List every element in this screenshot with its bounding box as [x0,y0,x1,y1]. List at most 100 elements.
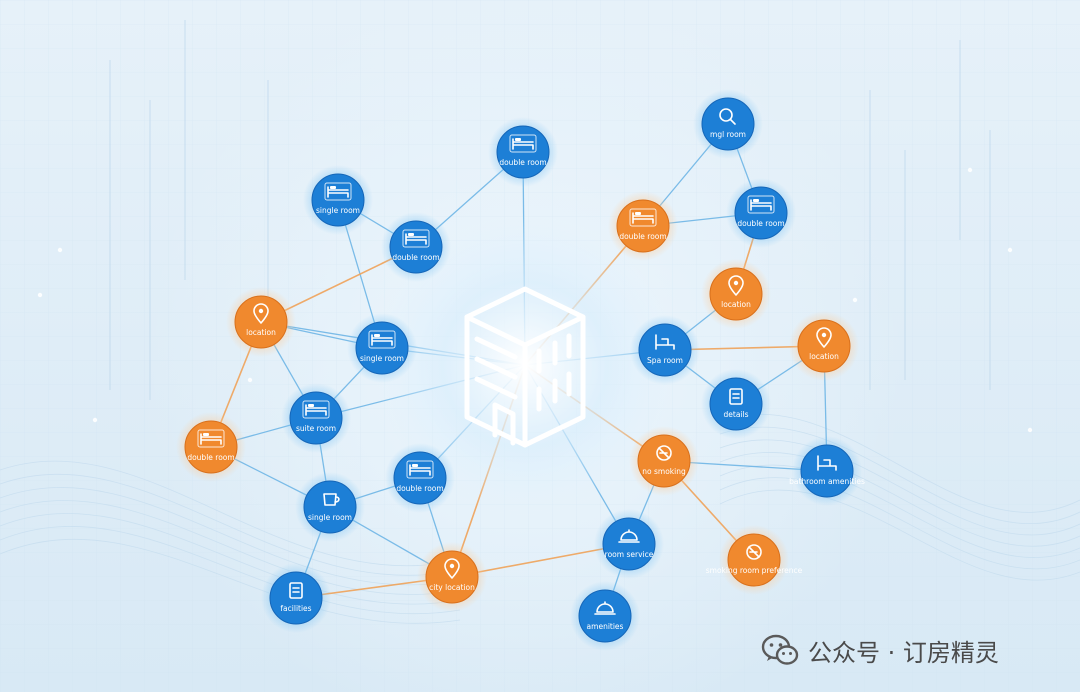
node-n15: no smoking [629,426,699,496]
node-label: double room [392,253,439,262]
node-n23: amenities [570,581,640,651]
bath-icon [817,455,837,471]
bed-icon [302,400,330,419]
deco-wave [0,538,461,624]
deco-wave [719,464,1080,558]
node-n10: Spa room [630,315,700,385]
deco-wave [0,513,461,605]
bed-icon [406,460,434,479]
node-n14: double room [176,412,246,482]
watermark: 公众号 · 订房精灵 [760,630,999,670]
no-smoking-icon [656,445,672,461]
node-n8: location [701,259,771,329]
deco-wave [0,460,461,567]
deco-dot [57,247,63,253]
node-n1: double room [488,117,558,187]
bed-icon [324,182,352,201]
location-pin-icon [816,327,832,348]
service-icon [594,601,616,615]
center-node [464,286,586,448]
node-circle [638,323,692,377]
deco-dot [967,167,973,173]
deco-dot [92,417,98,423]
location-pin-icon [728,275,744,296]
node-n17: bathroom amenities [789,436,865,506]
watermark-text: 公众号 · 订房精灵 [808,638,999,667]
hotel-building-icon [464,286,586,448]
deco-wave [719,439,1080,536]
node-label: location [246,328,276,337]
node-n18: single room [295,472,365,542]
node-n16: double room [385,443,455,513]
node-label: amenities [587,622,624,631]
node-circle [303,480,357,534]
node-label: room service [605,550,654,559]
deco-wave [719,452,1080,547]
deco-wave [719,413,1080,513]
bed-icon [197,429,225,448]
node-n11: location [789,311,859,381]
node-label: no smoking [642,467,686,476]
deco-dot [852,297,858,303]
cup-icon [323,493,340,506]
bed-icon [509,134,537,153]
node-label: single room [360,354,404,363]
node-label: Spa room [647,356,683,365]
node-label: double room [619,232,666,241]
background-decoration [0,20,1080,624]
location-pin-icon [444,558,460,579]
node-label: mgl room [710,130,746,139]
node-n13: details [701,369,771,439]
node-circle [602,517,656,571]
node-circle [701,97,755,151]
bed-icon [747,195,775,214]
node-label: location [721,300,751,309]
service-icon [618,529,640,543]
wechat-icon [761,634,799,665]
deco-dot [1007,247,1013,253]
node-n7: location [226,287,296,357]
bed-icon [629,208,657,227]
deco-wave [719,477,1080,570]
node-layer: double room mgl room single room double roo… [176,89,865,651]
deco-wave [719,426,1080,525]
bed-icon [368,330,396,349]
node-n19: room service [594,509,664,579]
node-n9: single room [347,313,417,383]
no-smoking-icon [746,544,762,560]
node-label: facilities [280,604,311,613]
node-label: single room [308,513,352,522]
node-n2: mgl room [693,89,763,159]
node-label: double room [737,219,784,228]
node-circle [727,533,781,587]
search-icon [719,108,736,125]
deco-dot [247,377,253,383]
document-icon [729,388,743,405]
bed-icon [402,229,430,248]
node-label: city location [429,583,475,592]
deco-wave [719,489,1080,581]
node-label: details [724,410,749,419]
deco-wave [0,526,461,615]
node-n20: smoking room preference [706,525,803,595]
node-n3: single room [303,165,373,235]
deco-dot [37,292,43,298]
node-n6: double room [726,178,796,248]
deco-wave [0,473,461,576]
deco-wave [0,500,461,595]
deco-wave [0,487,461,586]
node-label: location [809,352,839,361]
node-circle [578,589,632,643]
bath-icon [655,334,675,350]
node-label: double room [187,453,234,462]
node-label: double room [499,158,546,167]
node-n5: double room [608,191,678,261]
node-circle [800,444,854,498]
node-label: suite room [296,424,336,433]
deco-dot [1027,427,1033,433]
document-icon [289,582,303,599]
node-n22: city location [417,542,487,612]
node-n21: facilities [261,563,331,633]
